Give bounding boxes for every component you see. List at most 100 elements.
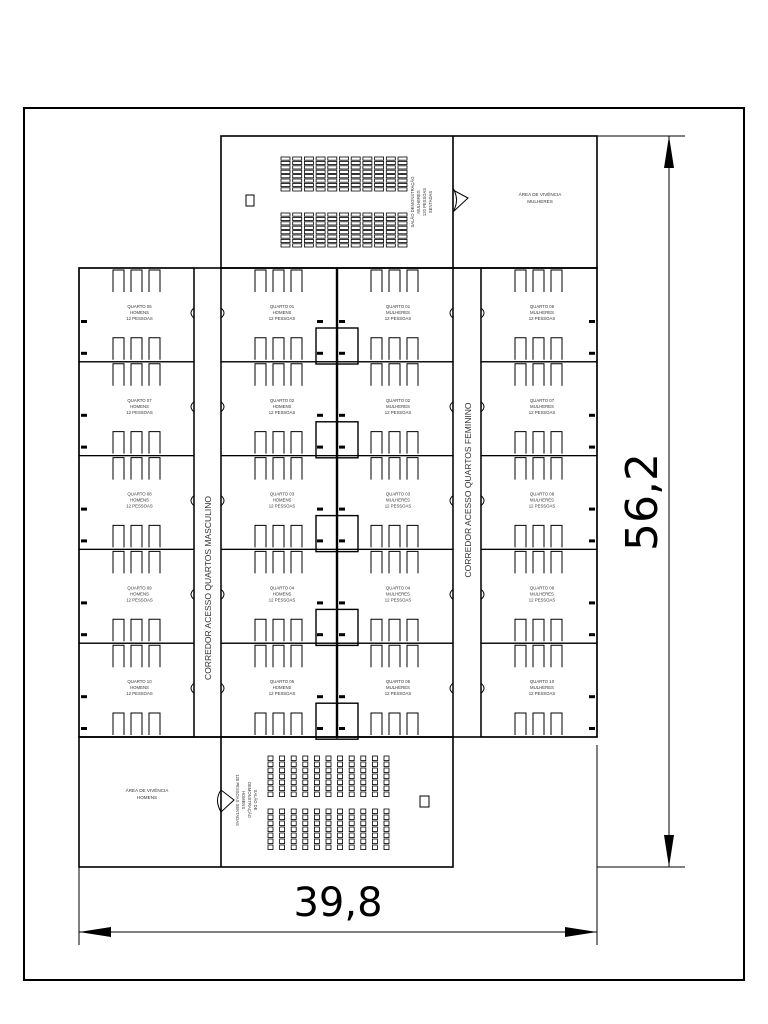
bunk-bed (532, 550, 545, 574)
room-label-line: QUARTO 06 (530, 304, 555, 309)
seat (360, 791, 367, 797)
seat (397, 182, 408, 187)
seat (374, 230, 385, 235)
seat (383, 755, 390, 761)
seat (339, 234, 349, 239)
bunk-bed (388, 269, 401, 292)
bunk-bed (550, 363, 563, 386)
seat (290, 832, 297, 838)
seat (348, 844, 355, 850)
seat (313, 844, 320, 850)
bunk-bed (148, 524, 161, 548)
bunk-bed (388, 712, 401, 735)
seat (397, 212, 408, 217)
living-men-line-2: HOMENS (137, 795, 157, 800)
sink (317, 601, 323, 605)
sink (317, 351, 323, 355)
bunk-bed (130, 363, 143, 386)
sink (317, 413, 323, 417)
seat (279, 767, 286, 773)
bunk-bed (112, 457, 125, 480)
seat (337, 808, 344, 814)
seat (292, 238, 303, 243)
sink (339, 695, 345, 699)
sink (81, 320, 87, 323)
sink (317, 507, 323, 511)
seat (362, 187, 373, 192)
seat (325, 785, 332, 791)
bunk-bed (130, 337, 143, 360)
seat (360, 814, 367, 820)
room-label-line: 12 PESSOAS (529, 504, 556, 509)
seat (360, 844, 367, 850)
room-label-line: QUARTO 03 (386, 492, 411, 497)
room-label-line: MULHERES (530, 404, 554, 409)
seat (360, 773, 367, 779)
bunk-bed (112, 363, 125, 386)
seat (267, 755, 274, 761)
seat (327, 174, 338, 179)
bunk-bed (388, 363, 401, 386)
bunk-bed (130, 524, 143, 548)
seat (313, 755, 320, 761)
room-label-line: QUARTO 04 (386, 585, 411, 590)
bunk-bed (148, 644, 161, 668)
bunk-bed (370, 337, 383, 360)
sink (589, 413, 595, 417)
living-women-line-2: MULHERES (527, 199, 553, 204)
sink (81, 633, 87, 637)
sink (317, 727, 323, 730)
seat (383, 761, 390, 767)
seat (348, 826, 355, 832)
bunk-bed (130, 618, 143, 642)
seat (303, 156, 314, 161)
room-label-line: 12 PESSOAS (529, 316, 556, 321)
seat (339, 212, 349, 217)
seat (325, 773, 332, 779)
room-label-line: 12 PESSOAS (126, 597, 153, 602)
seat (385, 230, 396, 235)
seat (350, 187, 361, 192)
bunk-bed (406, 457, 419, 480)
seat (385, 243, 396, 248)
bunk-bed (532, 457, 545, 480)
seat (280, 238, 291, 243)
seat (290, 808, 297, 814)
seat (302, 820, 309, 826)
door-swing (220, 401, 225, 413)
seat (339, 230, 349, 235)
seat (292, 221, 303, 226)
sink (589, 507, 595, 511)
room-label-line: HOMENS (130, 498, 149, 503)
seat (374, 178, 385, 183)
seat (362, 178, 373, 183)
seat (362, 174, 373, 179)
seat (313, 832, 320, 838)
bunk-bed (272, 644, 285, 668)
seat (290, 761, 297, 767)
bunk-bed (388, 431, 401, 454)
bunk-bed (514, 550, 527, 574)
bunk-bed (290, 644, 303, 668)
bunk-bed (370, 457, 383, 480)
fixture-square-bottom (419, 795, 430, 808)
seat (292, 225, 303, 230)
seat (292, 243, 303, 248)
bunk-bed (112, 618, 125, 642)
seat (279, 761, 286, 767)
bunk-bed (406, 363, 419, 386)
room-label-line: 12 PESSOAS (126, 410, 153, 415)
seat (337, 767, 344, 773)
seat (292, 182, 303, 187)
bunk-bed (130, 431, 143, 454)
sink (589, 445, 595, 449)
seat (385, 178, 396, 183)
seat (315, 221, 326, 226)
seat (290, 820, 297, 826)
sink (81, 601, 87, 605)
door-swing (220, 682, 225, 694)
